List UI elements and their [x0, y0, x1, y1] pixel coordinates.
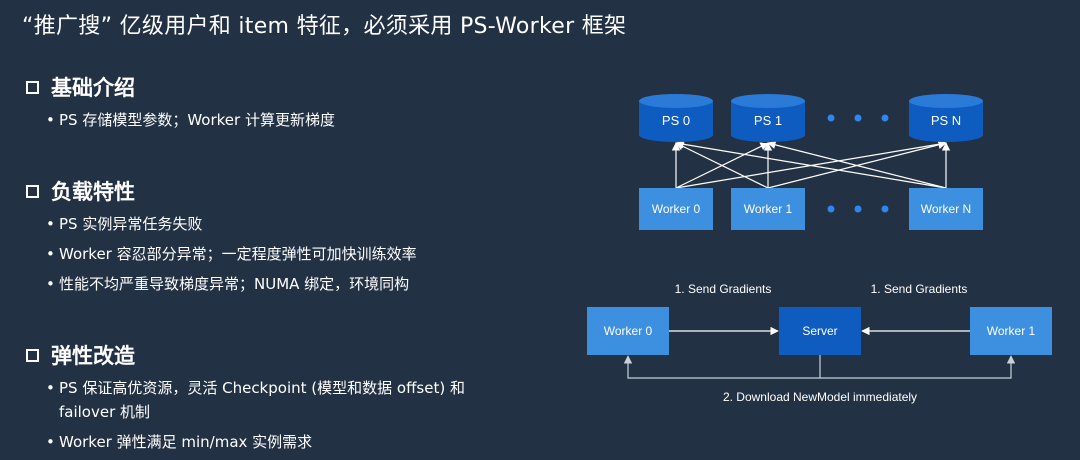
worker-node-label: Worker 0 — [604, 324, 653, 338]
checkbox-square-icon — [26, 348, 39, 362]
ps-worker-connections — [671, 140, 951, 189]
section-heading: 基础介绍 — [51, 76, 135, 100]
section-basic-intro: 基础介绍 PS 存储模型参数；Worker 计算更新梯度 — [26, 72, 335, 138]
worker-node-label: Worker 0 — [652, 202, 701, 216]
section-heading: 弹性改造 — [51, 344, 135, 368]
download-model-label: 2. Download NewModel immediately — [723, 390, 917, 404]
ps-node-label: PS 1 — [754, 113, 782, 128]
checkbox-square-icon — [26, 80, 39, 94]
worker-node-1: Worker 1 — [731, 188, 805, 230]
section-heading: 负载特性 — [51, 180, 135, 204]
send-gradients-label-right: 1. Send Gradients — [871, 282, 968, 296]
bullet-item: Worker 容忍部分异常；一定程度弹性可加快训练效率 — [46, 242, 417, 266]
bullet-item: PS 存储模型参数；Worker 计算更新梯度 — [46, 108, 335, 132]
page-title: “推广搜” 亿级用户和 item 特征，必须采用 PS-Worker 框架 — [22, 14, 627, 39]
section-load-characteristics: 负载特性 PS 实例异常任务失败 Worker 容忍部分异常；一定程度弹性可加快… — [26, 176, 417, 302]
checkbox-square-icon — [26, 184, 39, 198]
section-elastic-transformation: 弹性改造 PS 保证高优资源，灵活 Checkpoint (模型和数据 offs… — [26, 340, 465, 460]
bullet-item: Worker 弹性满足 min/max 实例需求 — [46, 430, 465, 454]
worker-node-0: Worker 0 — [639, 188, 713, 230]
ps-node-n: PS N — [909, 94, 983, 142]
ps-node-label: PS 0 — [662, 113, 690, 128]
worker-node-label: Worker N — [921, 202, 971, 216]
ps-node-0: PS 0 — [639, 94, 713, 142]
ellipsis-dots-icon — [827, 114, 889, 122]
bullet-item: 性能不均严重导致梯度异常；NUMA 绑定，环境同构 — [46, 272, 417, 296]
ellipsis-dots-icon — [827, 205, 889, 213]
worker-node-label: Worker 1 — [987, 324, 1036, 338]
bullet-item: PS 实例异常任务失败 — [46, 212, 417, 236]
bullet-item: PS 保证高优资源，灵活 Checkpoint (模型和数据 offset) 和… — [46, 376, 465, 424]
worker-node-label: Worker 1 — [744, 202, 793, 216]
bottom-worker-0: Worker 0 — [587, 307, 669, 355]
ps-node-1: PS 1 — [731, 94, 805, 142]
bottom-worker-1: Worker 1 — [970, 307, 1052, 355]
worker-node-n: Worker N — [909, 188, 983, 230]
server-node: Server — [779, 307, 861, 355]
download-model-arrows — [623, 355, 1016, 379]
server-node-label: Server — [802, 324, 837, 338]
send-gradients-label-left: 1. Send Gradients — [675, 282, 772, 296]
ps-node-label: PS N — [931, 113, 961, 128]
